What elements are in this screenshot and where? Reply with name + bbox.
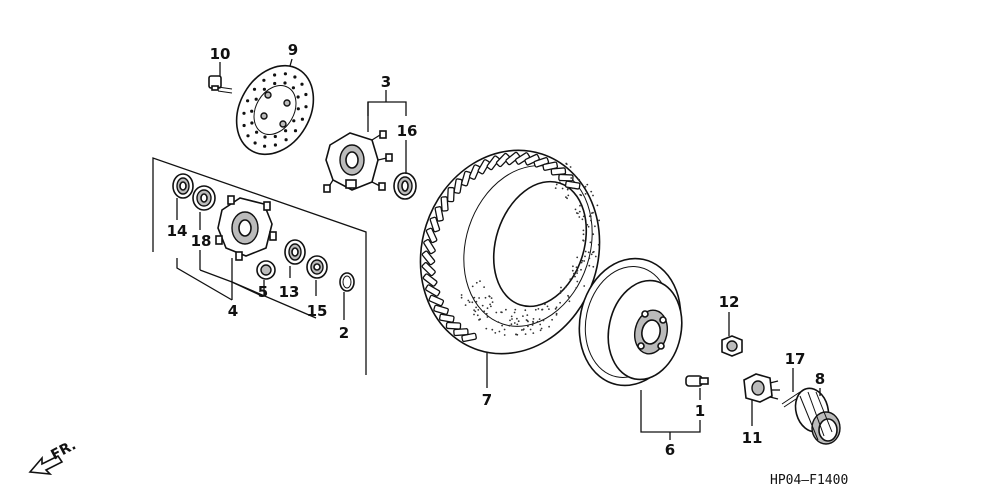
part-label-5: 5 [258,283,268,301]
wheel-nut-part [721,335,743,357]
part-label-6: 6 [665,441,675,459]
brake-disc-part [235,64,315,156]
disc-vent-holes [242,72,308,148]
dust-seal-part [339,272,355,292]
wheel-hub-part [215,195,277,261]
hub-cap-part [794,387,841,445]
hub-bearing-part [393,172,417,200]
part-label-12: 12 [719,293,740,311]
part-label-13: 13 [279,283,300,301]
part-label-18: 18 [191,232,212,250]
hub-assembly-part [323,130,393,193]
bearing-13-part [284,239,306,265]
part-label-3: 3 [381,73,391,91]
bearing-14-part [172,173,194,199]
part-label-14: 14 [167,222,188,240]
disc-bolt-part [208,75,233,94]
part-label-16: 16 [397,122,418,140]
part-label-7: 7 [482,391,492,409]
part-label-2: 2 [339,324,349,342]
tire-part [419,149,601,355]
front-direction-indicator: FR. [28,437,79,476]
part-label-17: 17 [785,350,806,368]
front-direction-label: FR. [48,437,78,463]
part-label-9: 9 [288,41,298,59]
part-label-11: 11 [742,429,763,447]
front-arrow-icon [28,454,64,476]
part-label-4: 4 [228,302,238,320]
spacer-collar-part [256,260,276,280]
castle-nut-part [743,373,780,403]
wheel-rim-part [578,257,683,387]
valve-stem-part [685,375,709,387]
part-label-8: 8 [815,370,825,388]
hub-subassembly-bracket [152,157,367,375]
bearing-18-part [192,185,216,211]
part-label-10: 10 [210,45,231,63]
bearing-15-part [306,255,328,279]
tire-tread-blocks [421,151,581,343]
part-label-1: 1 [695,402,705,420]
tire-sidewall-texture [460,162,600,336]
part-number-labels: 10 9 3 16 14 18 4 5 13 15 2 7 12 17 8 1 … [167,41,826,459]
leader-lines [176,58,821,440]
figure-code: HP04—F1400 [770,473,848,488]
part-label-15: 15 [307,302,328,320]
